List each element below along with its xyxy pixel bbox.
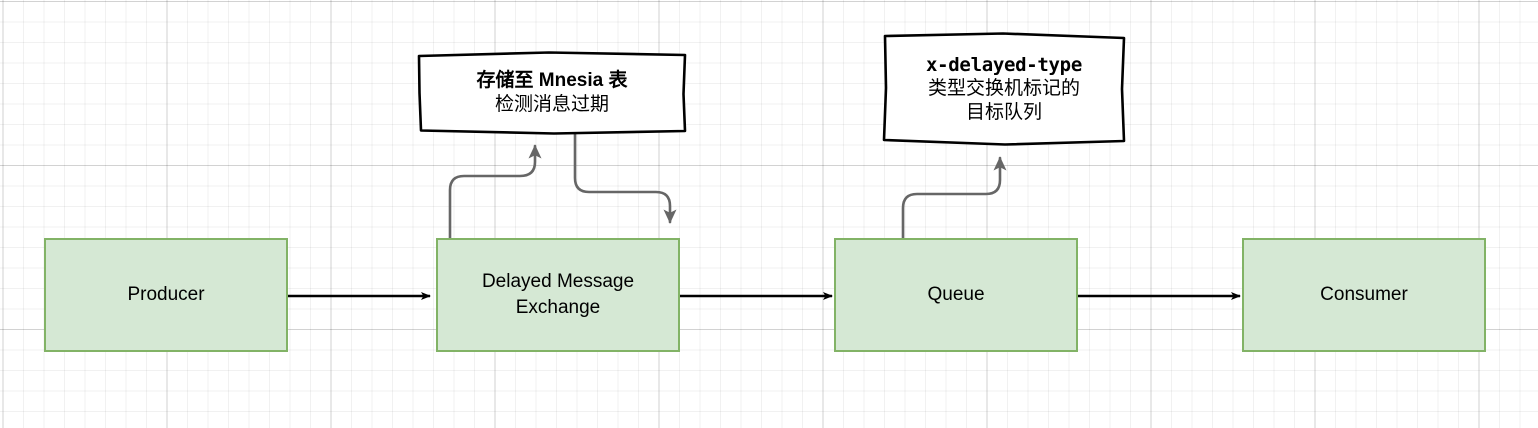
note-delayed-type[interactable]: x-delayed-type 类型交换机标记的 目标队列	[882, 32, 1126, 146]
node-queue-label: Queue	[927, 284, 985, 306]
node-consumer-label: Consumer	[1320, 284, 1408, 306]
note-mnesia-text: 存储至 Mnesia 表 检测消息过期	[465, 69, 640, 115]
edge-exchange-to-mnesia-note	[448, 144, 542, 240]
note-mnesia[interactable]: 存储至 Mnesia 表 检测消息过期	[417, 51, 687, 135]
note-mnesia-border	[417, 51, 687, 135]
note-delayed-type-line-2: 类型交换机标记的	[927, 78, 1080, 100]
node-consumer[interactable]: Consumer	[1242, 238, 1486, 352]
note-delayed-type-line-3: 目标队列	[965, 101, 1042, 123]
note-mnesia-line-1: 存储至 Mnesia 表	[476, 70, 628, 92]
node-producer[interactable]: Producer	[44, 238, 288, 352]
note-delayed-type-border	[882, 32, 1126, 146]
edge-queue-to-delayed-type-note	[901, 156, 1007, 240]
edge-mnesia-note-to-exchange	[573, 132, 677, 224]
note-delayed-type-text: x-delayed-type 类型交换机标记的 目标队列	[914, 54, 1094, 124]
node-delayed-message-exchange[interactable]: Delayed Message Exchange	[436, 238, 680, 352]
node-queue[interactable]: Queue	[834, 238, 1078, 352]
note-delayed-type-line-1: x-delayed-type	[926, 54, 1082, 77]
node-producer-label: Producer	[127, 284, 205, 306]
note-mnesia-line-2: 检测消息过期	[494, 93, 609, 115]
node-exchange-label: Delayed Message Exchange	[481, 271, 635, 318]
